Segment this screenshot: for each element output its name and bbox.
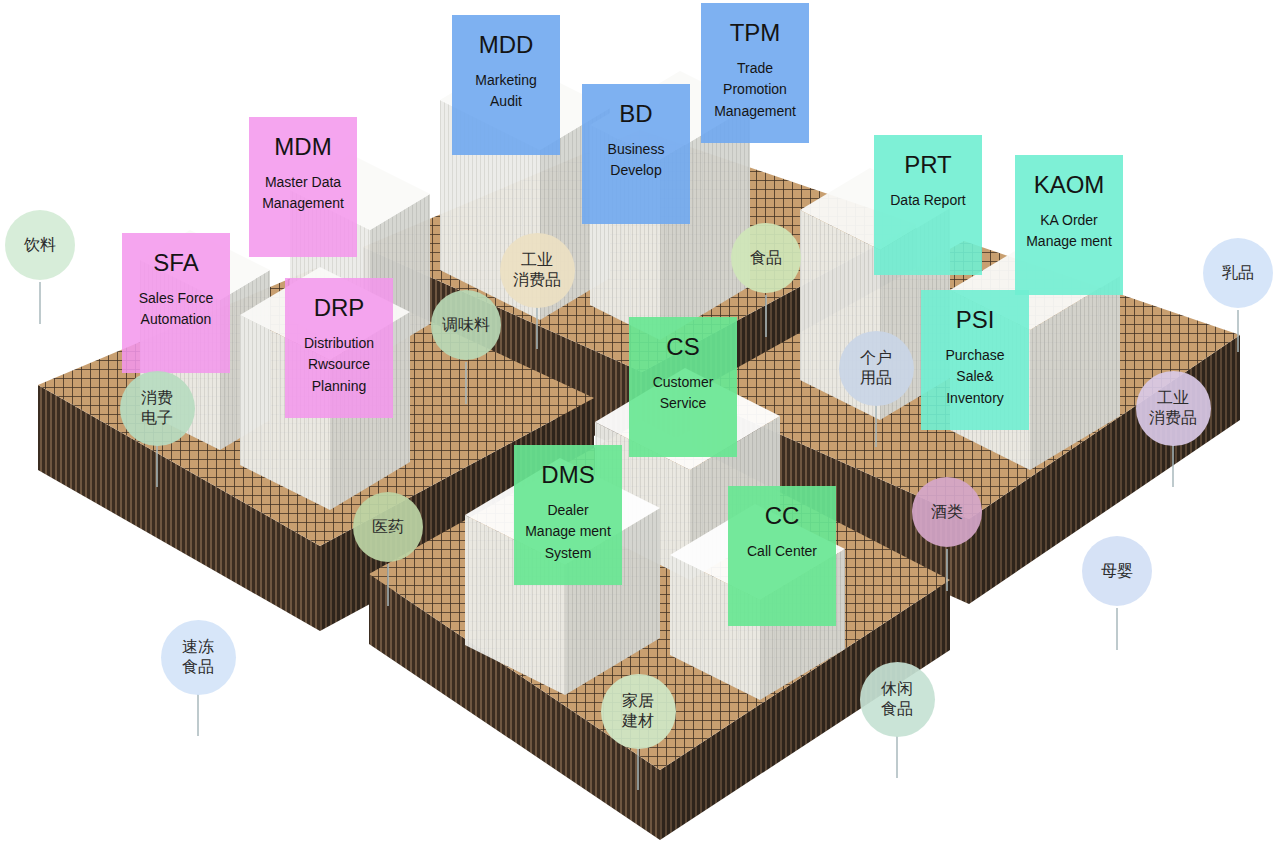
industry-label: 工业 消费品 <box>1147 388 1198 428</box>
system-name: Purchase Sale& Inventory <box>928 345 1022 410</box>
system-name: KA Order Manage ment <box>1022 210 1116 253</box>
bubble-stem <box>896 736 898 778</box>
industry-label: 速冻 食品 <box>172 637 223 677</box>
system-code: MDM <box>274 133 331 162</box>
bubble-stem <box>637 748 639 790</box>
bubble-stem <box>765 295 767 337</box>
industry-label: 酒类 <box>931 502 963 522</box>
system-code: KAOM <box>1034 171 1105 200</box>
bubble-stem <box>465 362 467 404</box>
right-slab <box>690 241 1240 604</box>
industry-label: 饮料 <box>24 235 56 255</box>
system-name: Call Center <box>735 541 829 563</box>
system-name: Marketing Audit <box>459 70 553 113</box>
system-box: CC Call Center <box>728 486 836 626</box>
industry-label: 医药 <box>372 517 404 537</box>
industry-label: 个户 用品 <box>850 348 901 388</box>
industry-bubble: 食品 <box>731 223 801 293</box>
bubble-stem <box>1116 608 1118 650</box>
system-code: MDD <box>479 31 534 60</box>
system-name: Sales Force Automation <box>129 288 223 331</box>
industry-bubble: 乳品 <box>1203 238 1273 308</box>
system-box: MDM Master Data Management <box>249 117 357 257</box>
system-code: BD <box>619 100 652 129</box>
system-code: PRT <box>904 151 952 180</box>
industry-bubble: 速冻 食品 <box>161 620 236 695</box>
system-name: Master Data Management <box>256 172 350 215</box>
industry-bubble: 家居 建材 <box>601 674 676 749</box>
bubble-stem <box>1172 445 1174 487</box>
industry-bubble: 休闲 食品 <box>860 662 935 737</box>
bubble-stem <box>875 405 877 447</box>
industry-label: 休闲 食品 <box>871 679 922 719</box>
system-box: TPM Trade Promotion Management <box>701 3 809 143</box>
system-box: MDD Marketing Audit <box>452 15 560 155</box>
system-name: Trade Promotion Management <box>708 58 802 123</box>
industry-label: 工业 消费品 <box>511 250 562 290</box>
industry-bubble: 酒类 <box>912 477 982 547</box>
system-box: DRP Distribution Rwsource Planning <box>285 278 393 418</box>
industry-label: 食品 <box>750 248 782 268</box>
system-name: Customer Service <box>636 372 730 415</box>
system-box: CS Customer Service <box>629 317 737 457</box>
system-code: DMS <box>541 461 594 490</box>
system-box: PSI Purchase Sale& Inventory <box>921 290 1029 430</box>
bubble-stem <box>536 307 538 349</box>
bubble-stem <box>387 564 389 606</box>
front-slab <box>369 421 950 840</box>
industry-label: 母婴 <box>1101 561 1133 581</box>
industry-bubble: 工业 消费品 <box>500 233 575 308</box>
industry-bubble: 个户 用品 <box>839 331 914 406</box>
system-code: TPM <box>730 19 781 48</box>
building <box>240 267 410 510</box>
industry-label: 调味料 <box>442 315 490 335</box>
industry-bubble: 医药 <box>353 492 423 562</box>
bubble-stem <box>197 694 199 736</box>
industry-label: 家居 建材 <box>612 691 663 731</box>
system-box: PRT Data Report <box>874 135 982 275</box>
system-code: CS <box>666 333 699 362</box>
industry-label: 消费 电子 <box>131 388 182 428</box>
system-name: Business Develop <box>589 139 683 182</box>
slab-top <box>369 421 950 770</box>
system-code: CC <box>765 502 800 531</box>
industry-bubble: 母婴 <box>1082 536 1152 606</box>
system-box: KAOM KA Order Manage ment <box>1015 155 1123 295</box>
system-box: DMS Dealer Manage ment System <box>514 445 622 585</box>
building-roof <box>465 458 660 565</box>
bubble-stem <box>1237 310 1239 352</box>
industry-bubble: 消费 电子 <box>120 371 195 446</box>
industry-bubble: 饮料 <box>5 210 75 280</box>
industry-bubble: 工业 消费品 <box>1136 371 1211 446</box>
system-box: SFA Sales Force Automation <box>122 233 230 373</box>
bubble-stem <box>39 282 41 324</box>
system-code: SFA <box>153 249 198 278</box>
industry-label: 乳品 <box>1222 263 1254 283</box>
system-name: Dealer Manage ment System <box>521 500 615 565</box>
bubble-stem <box>946 549 948 591</box>
system-name: Data Report <box>881 190 975 212</box>
system-name: Distribution Rwsource Planning <box>292 333 386 398</box>
system-code: PSI <box>956 306 995 335</box>
system-box: BD Business Develop <box>582 84 690 224</box>
bubble-stem <box>156 445 158 487</box>
system-code: DRP <box>314 294 365 323</box>
industry-bubble: 调味料 <box>431 290 501 360</box>
